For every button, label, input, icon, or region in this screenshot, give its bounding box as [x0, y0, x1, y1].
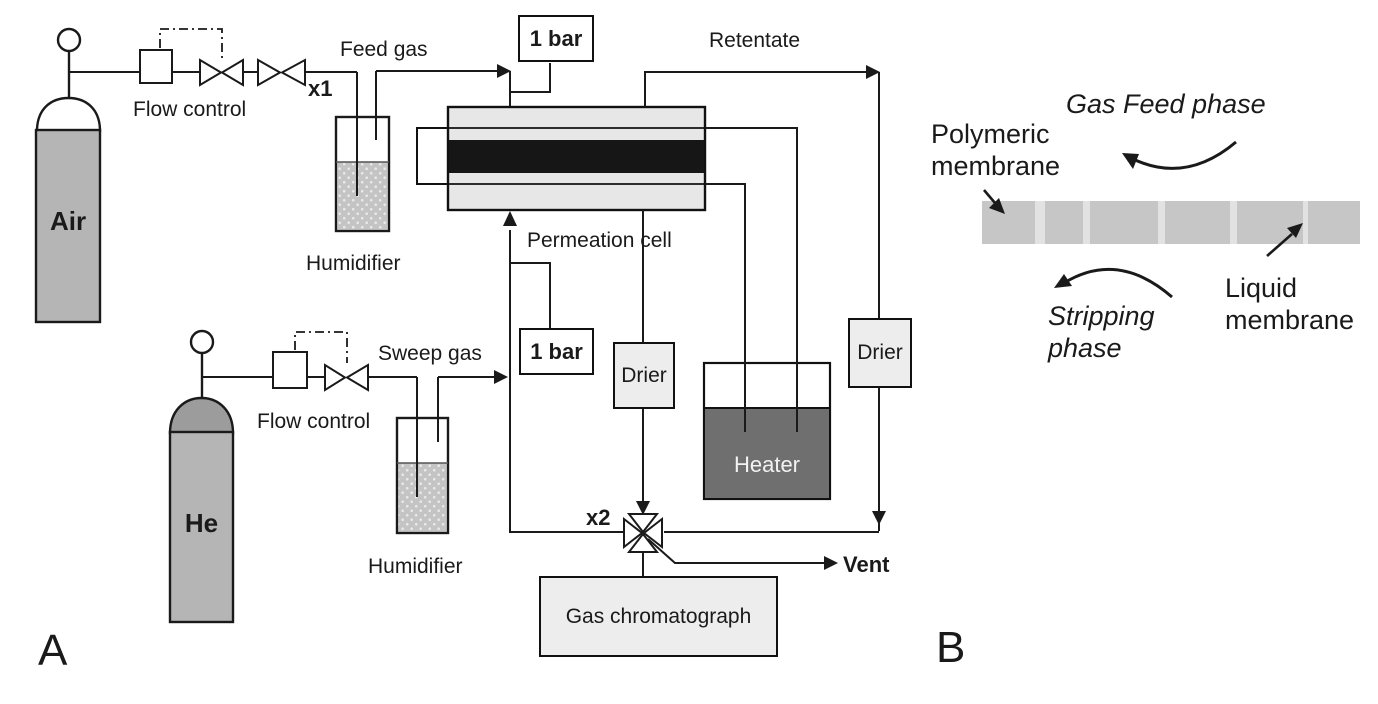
pressure-tap-sweep	[511, 262, 551, 328]
flow-controller-he-box	[272, 351, 308, 389]
flow-control-he-label: Flow control	[257, 410, 371, 433]
panel-b-label: B	[936, 623, 966, 672]
permeate-down-arrow	[636, 501, 650, 515]
heater-label: Heater	[733, 452, 801, 477]
vent-label: Vent	[843, 552, 890, 577]
panel-a-label: A	[38, 626, 68, 675]
gc-and-vent-lines	[642, 538, 838, 576]
vent-arrow	[824, 556, 838, 570]
gas-chromatograph: Gas chromatograph	[539, 576, 778, 657]
gas-feed-phase-label: Gas Feed phase	[1066, 89, 1266, 119]
stripping-phase-label: Stripping phase	[1048, 301, 1155, 364]
humidifier-air-label: Humidifier	[306, 252, 401, 275]
pressure-gauge-sweep-label: 1 bar	[530, 338, 583, 364]
flow-control-air-label: Flow control	[133, 98, 247, 121]
drier-retentate: Drier	[848, 318, 912, 388]
heater-unit	[702, 361, 832, 501]
he-cylinder-label: He	[184, 508, 219, 538]
polymeric-membrane-pointer	[983, 189, 1005, 214]
drier-retentate-label: Drier	[857, 341, 903, 364]
pressure-gauge-feed: 1 bar	[518, 15, 594, 62]
drier-permeate: Drier	[613, 342, 675, 409]
retentate-arrow	[866, 65, 880, 79]
valve-x1	[257, 58, 306, 87]
humidifier-he	[395, 377, 450, 535]
feed-gas-line	[376, 63, 551, 107]
stripping-flow-arrow	[1054, 267, 1173, 299]
he-cylinder	[168, 329, 235, 624]
permeation-cell	[416, 105, 707, 212]
sweep-inlet-arrow	[503, 211, 517, 226]
sweep-gas-label: Sweep gas	[378, 342, 482, 365]
flow-control-signal-air	[159, 28, 223, 60]
membrane-bar	[982, 201, 1360, 244]
air-cylinder-label: Air	[49, 206, 87, 236]
feed-gas-arrow	[497, 64, 511, 78]
sweep-gas-line	[438, 211, 623, 533]
air-cylinder	[34, 27, 102, 324]
flow-controller-air-box	[139, 49, 173, 84]
control-valve-he	[324, 363, 369, 392]
air-feed-piping	[69, 28, 358, 196]
control-valve-air	[199, 58, 244, 87]
pressure-gauge-feed-label: 1 bar	[529, 25, 583, 51]
retentate-label: Retentate	[709, 29, 801, 52]
permeate-line	[636, 210, 650, 515]
membrane-black-band	[449, 140, 704, 173]
drier-permeate-label: Drier	[621, 363, 667, 387]
valve-x1-label: x1	[308, 76, 333, 101]
humidifier-air	[334, 71, 391, 233]
valve-x2-label: x2	[586, 505, 611, 530]
valve-x2	[623, 513, 663, 553]
gas-feed-flow-arrow	[1122, 140, 1237, 170]
humidifier-he-label: Humidifier	[368, 555, 463, 578]
pressure-gauge-sweep: 1 bar	[519, 328, 594, 375]
liquid-membrane-label: Liquid membrane	[1225, 273, 1355, 336]
cell-left-loop	[416, 127, 448, 185]
flow-control-signal-he	[294, 331, 348, 363]
polymeric-membrane-label: Polymeric membrane	[931, 119, 1061, 182]
feed-gas-label: Feed gas	[340, 38, 428, 61]
sweep-gas-arrow	[494, 370, 508, 384]
retentate-down-arrow	[872, 511, 886, 525]
gas-chromatograph-label: Gas chromatograph	[565, 604, 752, 628]
pressure-tap-feed	[511, 63, 551, 93]
liquid-membrane-pointer	[1266, 223, 1303, 257]
permeation-cell-label: Permeation cell	[527, 229, 672, 252]
retentate-line	[644, 65, 886, 533]
heater-piping	[705, 127, 798, 432]
vent-line	[647, 538, 824, 564]
